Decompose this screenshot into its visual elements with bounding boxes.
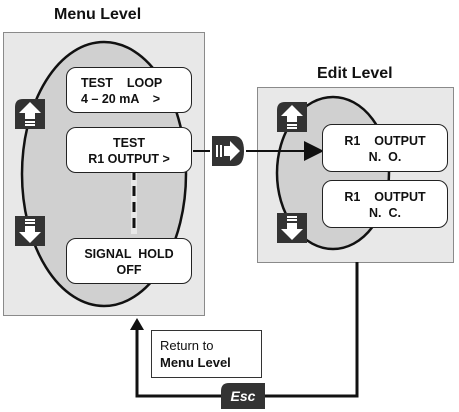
down-arrow-icon[interactable]	[275, 211, 309, 245]
return-note-line1: Return to	[160, 338, 214, 353]
edit-item-line1: R1 OUTPUT	[344, 190, 426, 204]
edit-item-r1-no[interactable]: R1 OUTPUT N. O.	[322, 124, 448, 172]
edit-item-line2: N. C.	[369, 206, 401, 220]
edit-item-line2: N. O.	[368, 150, 402, 164]
menu-level-title: Menu Level	[54, 6, 142, 23]
edit-item-r1-nc[interactable]: R1 OUTPUT N. C.	[322, 180, 448, 228]
menu-item-line1: TEST LOOP	[81, 76, 163, 90]
menu-item-test-r1-output[interactable]: TEST R1 OUTPUT >	[66, 127, 192, 173]
menu-item-line2: R1 OUTPUT >	[88, 152, 170, 166]
edit-level-title: Edit Level	[317, 65, 393, 82]
return-note: Return to Menu Level	[151, 330, 262, 378]
menu-item-line2: 4 – 20 mA >	[81, 92, 161, 106]
down-arrow-icon[interactable]	[13, 214, 47, 248]
up-arrow-icon[interactable]	[275, 100, 309, 134]
menu-item-line2: OFF	[116, 263, 142, 277]
edit-item-line1: R1 OUTPUT	[344, 134, 426, 148]
up-arrow-icon[interactable]	[13, 97, 47, 131]
enter-arrow-icon[interactable]	[210, 134, 246, 168]
menu-item-signal-hold[interactable]: SIGNAL HOLD OFF	[66, 238, 192, 284]
esc-key[interactable]: Esc	[219, 381, 267, 411]
menu-item-line1: SIGNAL HOLD	[84, 247, 174, 261]
menu-item-test-loop[interactable]: TEST LOOP 4 – 20 mA >	[66, 67, 192, 113]
esc-key-label: Esc	[231, 388, 256, 404]
return-note-line2: Menu Level	[160, 355, 231, 370]
menu-item-line1: TEST	[113, 136, 145, 150]
